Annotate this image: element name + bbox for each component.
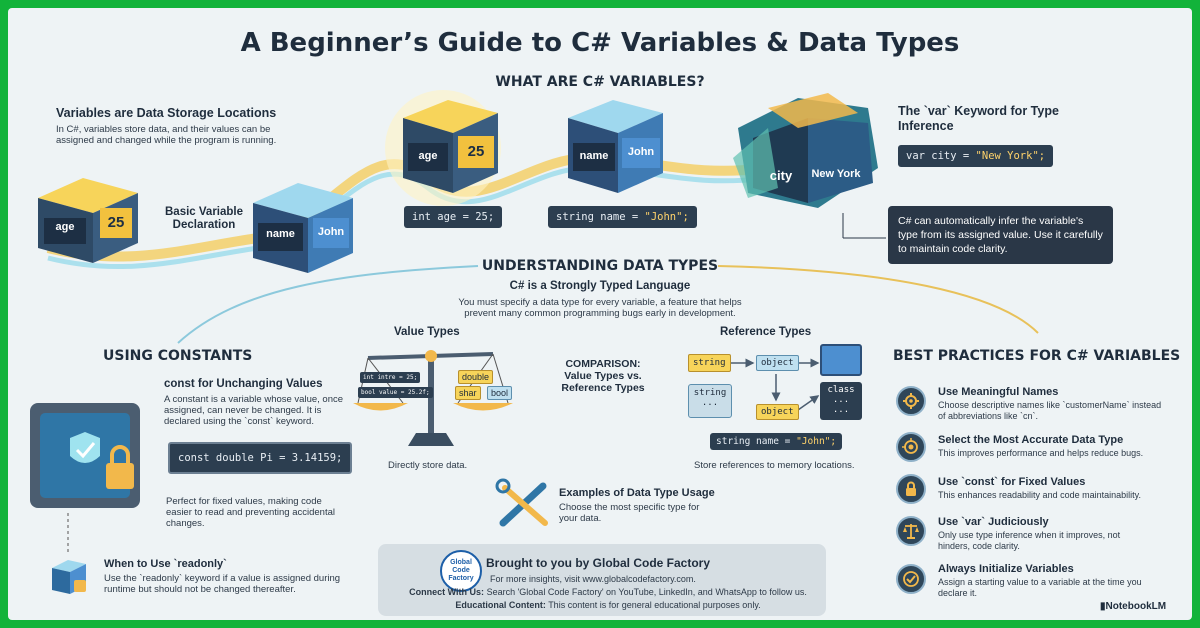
cube-city <box>733 93 878 208</box>
readonly-cube-graphic <box>52 560 86 594</box>
cube4-right-label: John <box>627 146 655 158</box>
const-code-box: const double Pi = 3.14159; <box>168 442 353 474</box>
cube4-left-label: name <box>579 150 609 162</box>
examples-title: Examples of Data Type Usage <box>559 487 715 499</box>
target-icon <box>896 432 926 462</box>
arc-left <box>177 265 479 344</box>
memory-block-icon <box>820 344 862 376</box>
storage-title: Variables are Data Storage Locations <box>56 106 277 120</box>
strong-typed-desc: You must specify a data type for every v… <box>458 297 742 319</box>
cube5-left-label: city <box>769 168 793 183</box>
code-string-name: string name = "John"; <box>548 206 697 228</box>
tools-icon-graphic <box>495 478 548 527</box>
global-code-factory-logo: Global Code Factory <box>440 550 482 592</box>
section-heading-best-practices: BEST PRACTICES FOR C# VARIABLES <box>893 348 1181 364</box>
scale-icon <box>896 516 926 546</box>
value-types-title: Value Types <box>394 326 460 338</box>
scale-left-code1: int intre = 25; <box>360 372 421 383</box>
value-types-desc: Directly store data. <box>388 460 468 471</box>
section-heading-variables: WHAT ARE C# VARIABLES? <box>495 74 705 90</box>
bp-title-3: Use `const` for Fixed Values <box>938 476 1086 488</box>
footer-insights: For more insights, visit www.globalcodef… <box>490 574 696 584</box>
bp-title-4: Use `var` Judiciously <box>938 516 1049 528</box>
bp-title-5: Always Initialize Variables <box>938 563 1074 575</box>
scale-chip-bool: bool <box>487 386 513 400</box>
examples-desc: Choose the most specific type for your d… <box>559 502 700 524</box>
section-heading-datatypes: UNDERSTANDING DATA TYPES <box>481 258 719 274</box>
bp-title-1: Use Meaningful Names <box>938 386 1059 398</box>
const-title: const for Unchanging Values <box>164 378 323 390</box>
bp-desc-5: Assign a starting value to a variable at… <box>938 577 1142 598</box>
gear-icon <box>896 386 926 416</box>
check-icon <box>896 564 926 594</box>
ref-class-block: class...... <box>820 382 862 420</box>
cube1-right-label: 25 <box>107 214 125 231</box>
bp-desc-1: Choose descriptive names like `customerN… <box>938 400 1162 421</box>
cube-name-2 <box>568 100 663 193</box>
ref-code-string-name: string name = "John"; <box>710 433 843 450</box>
const-desc: A constant is a variable whose value, on… <box>164 394 344 427</box>
bp-desc-2: This improves performance and helps redu… <box>938 448 1144 458</box>
var-description-callout: C# can automatically infer the variable'… <box>888 206 1113 264</box>
cube3-right-label: 25 <box>467 143 485 160</box>
readonly-title: When to Use `readonly` <box>104 558 227 570</box>
page-title: A Beginner’s Guide to C# Variables & Dat… <box>240 28 960 58</box>
lock-icon <box>896 474 926 504</box>
bp-title-2: Select the Most Accurate Data Type <box>938 434 1124 446</box>
const-note: Perfect for fixed values, making code ea… <box>166 496 336 529</box>
cube5-right-label: New York <box>811 168 861 180</box>
var-keyword-title: The `var` Keyword for Type Inference <box>898 104 1059 133</box>
ref-object-box-2: object <box>756 404 799 420</box>
cube-name-1 <box>253 183 353 273</box>
cube-age-1 <box>38 178 138 263</box>
footer-brought-by: Brought to you by Global Code Factory <box>486 556 711 570</box>
reference-types-title: Reference Types <box>720 326 812 338</box>
bp-desc-3: This enhances readability and code maint… <box>938 490 1141 500</box>
bp-desc-4: Only use type inference when it improves… <box>938 530 1121 551</box>
strong-typed-title: C# is a Strongly Typed Language <box>509 280 691 292</box>
comparison-label: COMPARISON: Value Types vs. Reference Ty… <box>561 358 645 394</box>
arc-right <box>717 265 1039 334</box>
cube-age-2 <box>385 90 501 206</box>
cube1-left-label: age <box>55 221 75 233</box>
section-heading-constants: USING CONSTANTS <box>103 348 253 364</box>
code-var-city: var city = "New York"; <box>898 145 1054 167</box>
ref-string-box: string <box>688 354 731 372</box>
scale-chip-shar: shar <box>455 386 481 400</box>
cube2-right-label: John <box>317 226 345 238</box>
ref-object-box: object <box>756 355 799 371</box>
cube3-left-label: age <box>418 150 438 162</box>
ref-string-block: string... <box>688 384 732 418</box>
constant-safe-graphic <box>30 403 140 508</box>
footer-connect: Connect With Us: Search 'Global Code Fac… <box>409 587 807 597</box>
code-int-age: int age = 25; <box>404 206 503 228</box>
footer-educational: Educational Content: This content is for… <box>455 600 761 610</box>
basic-declaration-label: Basic Variable Declaration <box>165 206 243 231</box>
background-graphics <box>30 90 1039 594</box>
cube2-left-label: name <box>266 228 295 240</box>
reference-types-desc: Store references to memory locations. <box>694 460 855 471</box>
reference-arrows <box>730 358 820 411</box>
scale-chip-double: double <box>458 370 494 384</box>
balance-scale-graphic <box>353 350 513 446</box>
notebooklm-brand: ▮NotebookLM <box>1100 601 1167 612</box>
scale-left-code2: bool value = 25.2f; <box>358 387 433 398</box>
storage-desc: In C#, variables store data, and their v… <box>56 124 277 146</box>
readonly-desc: Use the `readonly` keyword if a value is… <box>104 573 341 595</box>
infographic-canvas: A Beginner’s Guide to C# Variables & Dat… <box>8 8 1192 620</box>
